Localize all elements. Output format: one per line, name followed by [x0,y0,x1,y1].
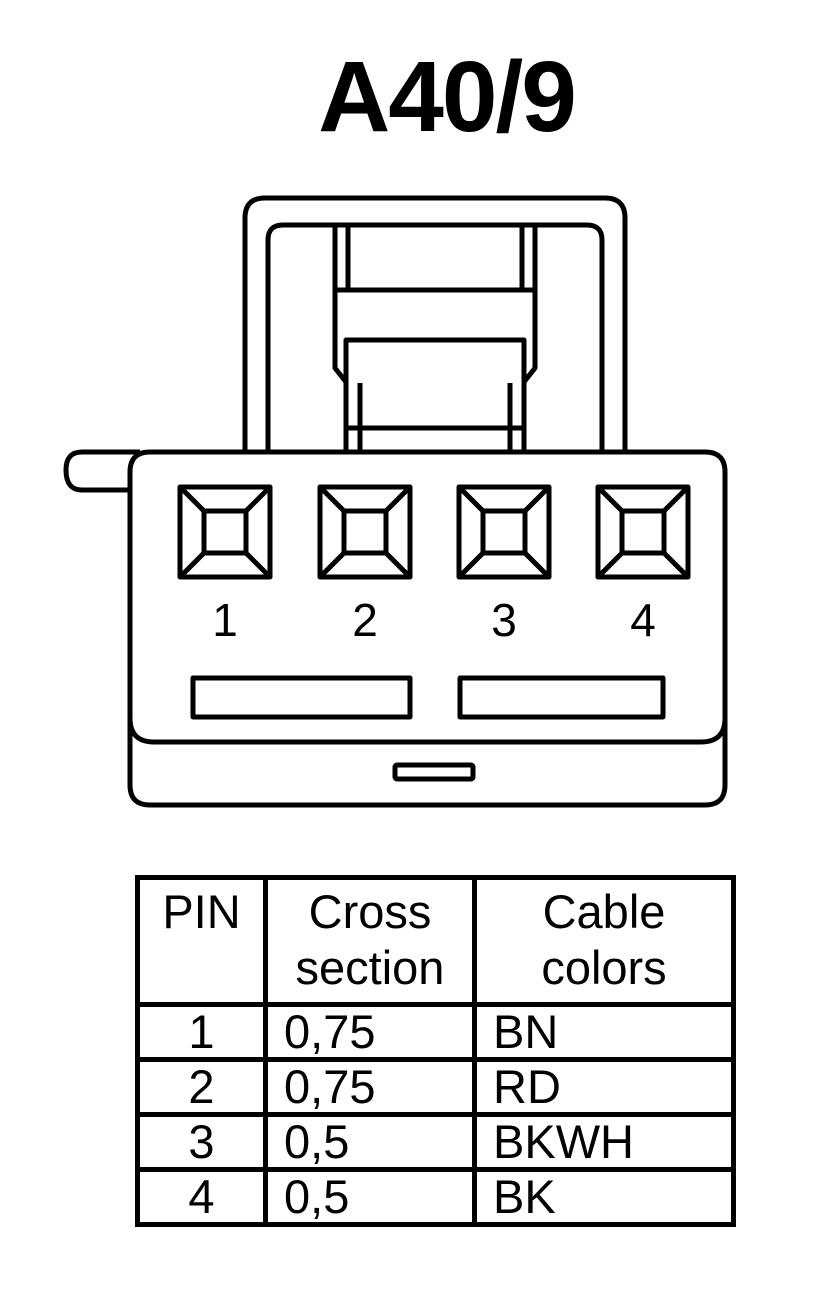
connector-housing [127,449,728,808]
table-row: 4 0,5 BK [135,1167,736,1227]
cell-cross-section: 0,5 [263,1112,477,1172]
cell-cable-color: BKWH [472,1112,736,1172]
pin-cavity-2 [317,484,413,580]
cell-cable-color: RD [472,1057,736,1117]
keying-slot-left [190,675,413,720]
cell-pin: 1 [135,1002,268,1062]
pin-label-3: 3 [491,594,517,646]
pin-cavity-1 [177,484,273,580]
keying-slot-right [457,675,666,720]
cell-pin: 4 [135,1167,268,1227]
pin-table: PIN Cross section Cable colors 1 0,75 BN… [135,875,736,1227]
table-row: 2 0,75 RD [135,1057,736,1117]
header-pin: PIN [135,875,268,1007]
pin-label-2: 2 [352,594,378,646]
cell-cable-color: BK [472,1167,736,1227]
pin-table-header: PIN Cross section Cable colors [135,875,736,1007]
cell-cross-section: 0,5 [263,1167,477,1227]
pin-label-4: 4 [630,594,656,646]
cell-cross-section: 0,75 [263,1057,477,1117]
header-cross-section: Cross section [263,875,477,1007]
connector-diagram: 1 2 3 4 [63,195,728,808]
pin-cavity-3 [456,484,552,580]
locking-clip [242,195,628,452]
table-row: 1 0,75 BN [135,1002,736,1062]
pin-label-1: 1 [212,594,238,646]
table-row: 3 0,5 BKWH [135,1112,736,1172]
connector-title: A40/9 [318,41,577,153]
cell-cable-color: BN [472,1002,736,1062]
cell-cross-section: 0,75 [263,1002,477,1062]
cell-pin: 3 [135,1112,268,1172]
cell-pin: 2 [135,1057,268,1117]
side-tab [63,449,140,493]
header-cable-colors: Cable colors [472,875,736,1007]
pin-cavity-4 [595,484,691,580]
